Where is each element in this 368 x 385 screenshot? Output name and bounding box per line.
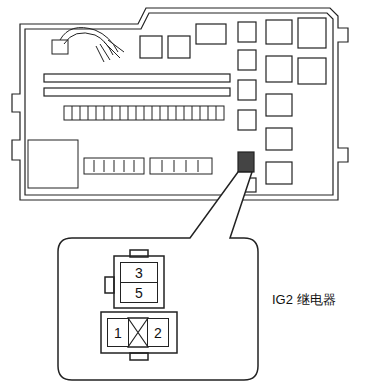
drawing-part	[298, 58, 326, 84]
drawing-part	[114, 256, 164, 308]
drawing-part	[140, 36, 162, 58]
drawing-part	[266, 162, 292, 184]
fuse-row	[28, 106, 224, 188]
ig2-relay-highlight	[238, 152, 254, 172]
fuse-box-housing	[12, 8, 348, 200]
drawing-part	[101, 312, 177, 353]
drawing-part	[64, 106, 224, 120]
drawing-part	[28, 140, 78, 188]
drawing-part	[196, 24, 226, 44]
drawing-part	[238, 50, 256, 70]
drawing-part	[84, 158, 144, 174]
drawing-part	[238, 80, 256, 100]
drawing-part	[96, 40, 124, 62]
blocked-pin	[128, 318, 148, 347]
drawing-part	[52, 40, 68, 54]
relay-name: IG2 继电器	[272, 292, 336, 308]
pin-number: 3	[135, 266, 143, 280]
pin-number: 5	[135, 286, 143, 300]
pin-cell: 2	[147, 318, 169, 347]
drawing-part	[266, 20, 292, 44]
drawing-part	[12, 8, 348, 200]
pin-number: 2	[154, 326, 162, 340]
drawing-part	[44, 74, 230, 82]
drawing-part	[238, 22, 256, 42]
drawing-part	[94, 160, 134, 172]
drawing-part	[266, 94, 292, 116]
wire-harness	[52, 28, 124, 62]
pin-cell: 1	[107, 318, 129, 347]
drawing-part	[72, 106, 216, 120]
callout-outline	[58, 172, 258, 380]
drawing-part	[128, 318, 148, 347]
drawing-part	[266, 128, 292, 150]
drawing-part	[105, 277, 114, 293]
drawing-part	[162, 160, 198, 172]
drawing-part	[150, 158, 212, 174]
relay-connector-body	[101, 250, 177, 360]
pin-cell: 3	[120, 262, 158, 283]
drawing-part	[266, 56, 292, 82]
drawing-part	[168, 36, 190, 58]
pin-number: 1	[114, 326, 122, 340]
drawing-part	[130, 353, 148, 360]
drawing-part	[298, 18, 326, 48]
pin-cell: 5	[120, 282, 158, 303]
drawing-part	[238, 110, 256, 130]
drawing-part	[44, 88, 230, 96]
relay-sockets	[140, 18, 326, 192]
bus-bars	[44, 74, 230, 96]
drawing-part	[25, 13, 333, 195]
